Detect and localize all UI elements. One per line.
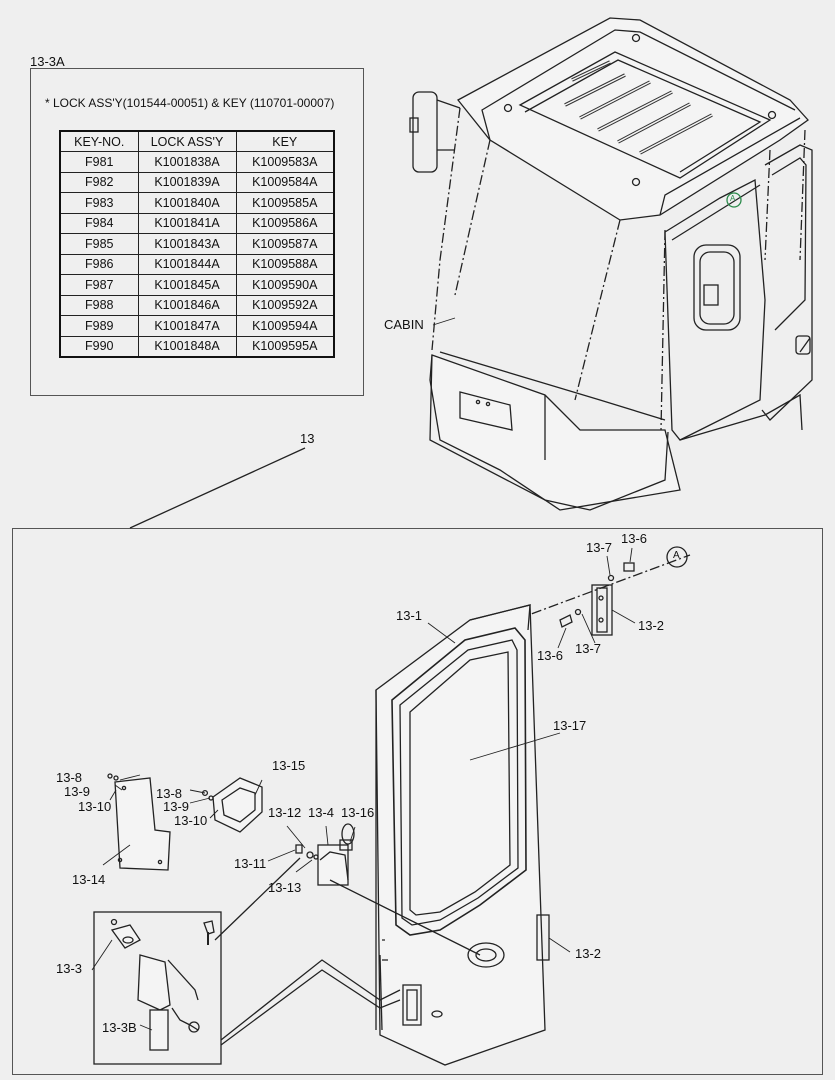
cell-key: K1009595A — [235, 335, 335, 357]
part-13-8-a: 13-8 — [56, 770, 83, 785]
lock-assy-detail — [110, 918, 215, 1051]
cell-key: K1009590A — [235, 274, 335, 296]
key-inset-panel: * LOCK ASS'Y(101544-00051) & KEY (110701… — [30, 68, 364, 396]
part-13-6-top: 13-6 — [621, 531, 648, 546]
part-13-10-b: 13-10 — [174, 813, 208, 828]
part-13-8-b: 13-8 — [156, 786, 183, 801]
callout-circle-a — [666, 546, 688, 568]
table-header-row: KEY-NO. LOCK ASS'Y KEY — [59, 130, 335, 152]
cell-lock: K1001838A — [137, 151, 237, 173]
part-13-3: 13-3 — [56, 961, 83, 976]
cover-plate — [107, 773, 171, 871]
part-13-7-top: 13-7 — [586, 540, 613, 555]
cabin-label: CABIN — [384, 317, 424, 332]
part-13-13: 13-13 — [268, 880, 302, 895]
cell-lock: K1001848A — [137, 335, 237, 357]
cell-key-no: F984 — [59, 212, 139, 234]
part-13-4: 13-4 — [308, 805, 335, 820]
part-13-17: 13-17 — [553, 718, 587, 733]
part-13-14: 13-14 — [72, 872, 106, 887]
lock-key-note: * LOCK ASS'Y(101544-00051) & KEY (110701… — [45, 96, 335, 110]
cell-key-no: F981 — [59, 151, 139, 173]
col-header-key-no: KEY-NO. — [59, 130, 139, 152]
part-13-3B: 13-3B — [102, 1020, 137, 1035]
door-ref-label: 13 — [300, 431, 315, 446]
part-13-9-b: 13-9 — [163, 799, 190, 814]
part-13-6-mid: 13-6 — [537, 648, 564, 663]
door-detail-frame — [12, 528, 823, 1075]
part-13-7-mid: 13-7 — [575, 641, 602, 656]
cell-key-no: F983 — [59, 192, 139, 214]
cell-key-no: F988 — [59, 294, 139, 316]
callout-label-a: A — [673, 550, 680, 561]
part-13-1: 13-1 — [396, 608, 423, 623]
inner-handle-bezel — [201, 777, 263, 833]
cabin-callout-label-a: A — [730, 194, 736, 203]
cell-lock: K1001843A — [137, 233, 237, 255]
inner-lock-assembly — [295, 823, 355, 886]
cabin-illustration — [409, 17, 813, 511]
part-13-9-a: 13-9 — [64, 784, 91, 799]
part-13-11: 13-11 — [234, 856, 267, 871]
cell-key: K1009585A — [235, 192, 335, 214]
lock-assy-box — [93, 911, 222, 1065]
cell-key-no: F990 — [59, 335, 139, 357]
cell-lock: K1001841A — [137, 212, 237, 234]
inset-ref-label: 13-3A — [30, 54, 65, 69]
door-illustration — [375, 604, 550, 1066]
part-13-15: 13-15 — [272, 758, 306, 773]
part-13-16: 13-16 — [341, 805, 375, 820]
part-13-12: 13-12 — [268, 805, 302, 820]
cell-key: K1009592A — [235, 294, 335, 316]
part-13-2-bot: 13-2 — [575, 946, 602, 961]
part-13-10-a: 13-10 — [78, 799, 112, 814]
part-13-2-top: 13-2 — [638, 618, 665, 633]
cell-key: K1009584A — [235, 171, 335, 193]
